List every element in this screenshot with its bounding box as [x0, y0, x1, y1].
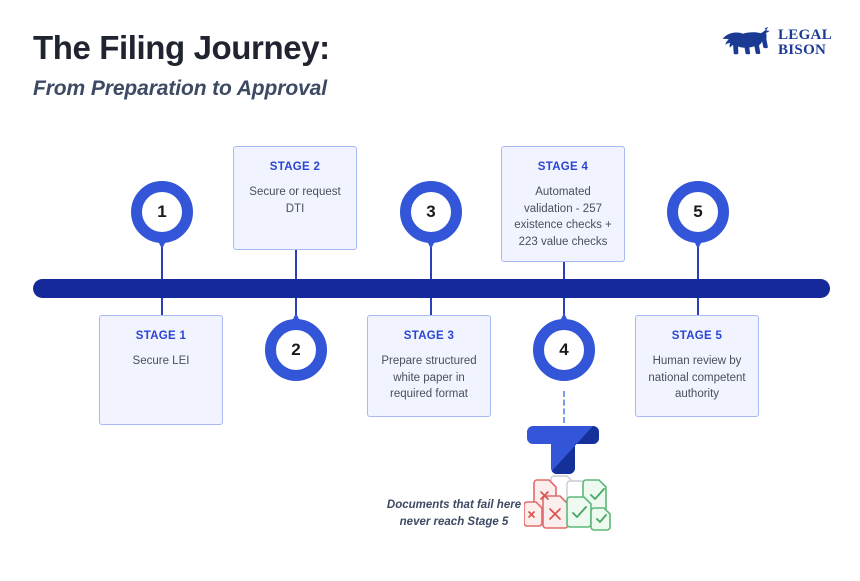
pin-number: 2: [291, 340, 301, 359]
timeline-bar: [33, 279, 830, 298]
pin-number: 1: [157, 202, 167, 221]
stage-card-5[interactable]: STAGE 5 Human review by national compete…: [635, 315, 759, 417]
stage-card-title: STAGE 3: [403, 330, 455, 342]
stage-card-4[interactable]: STAGE 4 Automated validation - 257 exist…: [501, 146, 625, 262]
pin-ring-icon: [400, 181, 462, 243]
stage-card-title: STAGE 5: [671, 330, 723, 342]
timeline-pin-1[interactable]: 1: [131, 181, 193, 249]
pin-ring-icon: [533, 319, 595, 381]
funnel-icon: [527, 426, 599, 474]
logo-line-2: BISON: [777, 42, 827, 58]
stem-card-2: [295, 250, 297, 288]
stem-card-3: [430, 292, 432, 316]
stem-pin-1: [161, 236, 163, 286]
header: The Filing Journey: From Preparation to …: [33, 29, 553, 101]
stage-card-title: STAGE 4: [537, 161, 589, 173]
funnel-connector-line: [563, 391, 565, 423]
rejected-documents-icon: [524, 475, 611, 531]
stem-card-5: [697, 292, 699, 316]
timeline-pin-2[interactable]: 2: [265, 313, 327, 381]
stem-pin-5: [697, 236, 699, 286]
stage-card-title: STAGE 1: [135, 330, 187, 342]
stem-pin-3: [430, 236, 432, 286]
logo-line-1: LEGAL: [777, 27, 832, 44]
page-subtitle: From Preparation to Approval: [33, 76, 327, 100]
brand-logo: LEGAL BISON: [721, 27, 832, 59]
stage-card-3[interactable]: STAGE 3 Prepare structured white paper i…: [367, 315, 491, 417]
page-title: The Filing Journey:: [33, 29, 330, 66]
stage-card-title: STAGE 2: [269, 161, 321, 173]
stage-card-body: Secure or request DTI: [249, 186, 341, 215]
pin-ring-icon: [265, 319, 327, 381]
stem-card-4: [563, 262, 565, 288]
pin-ring-icon: [131, 181, 193, 243]
stage-card-body: Secure LEI: [132, 355, 190, 367]
pin-ring-icon: [667, 181, 729, 243]
stem-pin-4: [563, 292, 565, 320]
timeline-pin-3[interactable]: 3: [400, 181, 462, 249]
funnel-caption: Documents that fail here never reach Sta…: [386, 499, 522, 529]
timeline-pin-5[interactable]: 5: [667, 181, 729, 249]
stem-card-1: [161, 292, 163, 316]
logo-wordmark: LEGAL BISON: [778, 28, 832, 57]
pin-number: 5: [693, 202, 703, 221]
stage-card-body: Prepare structured white paper in requir…: [381, 355, 477, 401]
stage-card-1[interactable]: STAGE 1 Secure LEI: [99, 315, 223, 425]
stage-card-2[interactable]: STAGE 2 Secure or request DTI: [233, 146, 357, 250]
pin-number: 3: [426, 202, 436, 221]
stem-pin-2: [295, 292, 297, 320]
stage-card-body: Human review by national competent autho…: [648, 355, 746, 401]
pin-number: 4: [559, 340, 569, 359]
bison-icon: [722, 27, 770, 55]
stage-card-body: Automated validation - 257 existence che…: [514, 186, 612, 249]
timeline-pin-4[interactable]: 4: [533, 313, 595, 381]
